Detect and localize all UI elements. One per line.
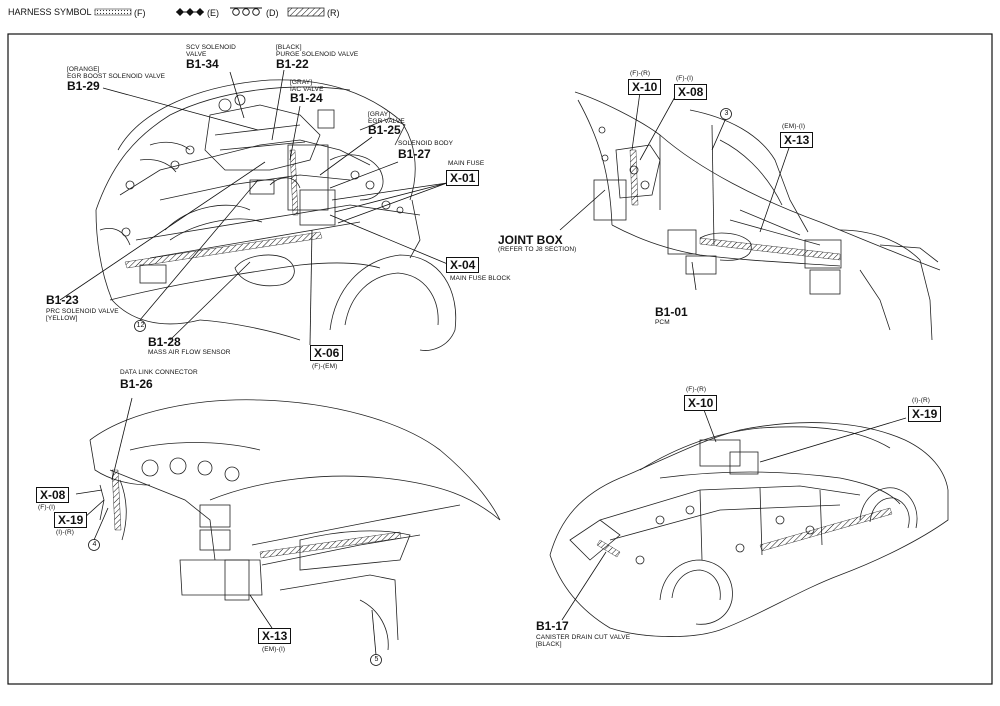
car-body-drawing — [549, 422, 949, 637]
joint-box-title: JOINT BOX — [498, 233, 563, 247]
x-10a-sub: (F)-(R) — [630, 70, 651, 77]
legend-e-swatch — [176, 8, 204, 16]
x-10a-code: X-10 — [628, 79, 662, 95]
harness-symbol-label: HARNESS SYMBOL : — [8, 7, 97, 17]
legend-r-code: (R) — [327, 8, 340, 18]
b1-24-code: B1-24 — [290, 91, 323, 105]
b1-27-code: B1-27 — [398, 147, 431, 161]
solenoid-body-label: SOLENOID BODY — [398, 140, 454, 147]
body-harness-hatch — [596, 507, 893, 558]
b1-01-code: B1-01 — [655, 305, 688, 319]
x-13a-code: X-13 — [780, 132, 814, 148]
canister-drain-label: CANISTER DRAIN CUT VALVE [BLACK] — [536, 634, 631, 649]
body-leader-lines — [561, 409, 907, 621]
b1-28-code: B1-28 — [148, 335, 181, 349]
circle-label-12: 12 — [136, 322, 145, 329]
x-19b-code: X-19 — [54, 512, 88, 528]
circle-label-5: 5 — [374, 656, 379, 663]
x-10c-sub: (F)-(R) — [686, 386, 707, 393]
circle-labels-dash-shapes — [88, 539, 382, 666]
x-19b-sub: (I)-(R) — [56, 529, 75, 536]
x-08a-sub: (F)-(I) — [676, 75, 694, 82]
scv-solenoid-label: SCV SOLENOID VALVE — [186, 44, 236, 59]
b1-25-code: B1-25 — [368, 123, 401, 137]
purge-solenoid-label: [BLACK] PURGE SOLENOID VALVE — [276, 44, 359, 59]
x-01-code: X-01 — [446, 170, 480, 186]
b1-22-code: B1-22 — [276, 57, 309, 71]
x-08b-code: X-08 — [36, 487, 70, 503]
x-19c-sub: (I)-(R) — [912, 397, 931, 404]
x-13b-sub: (EM)-(I) — [262, 646, 286, 653]
cabin-harness-hatch — [629, 149, 841, 261]
circle-label-4: 4 — [92, 541, 97, 548]
b1-23-code: B1-23 — [46, 293, 79, 307]
x-10c-code: X-10 — [684, 395, 718, 411]
circle-label-3: 3 — [724, 110, 729, 117]
x-08a-code: X-08 — [674, 84, 708, 100]
legend-d-swatch — [230, 7, 262, 16]
circle-label-12-shape — [134, 320, 146, 332]
x-13a-sub: (EM)-(I) — [782, 123, 806, 130]
cabin-leader-lines — [559, 91, 791, 291]
legend-f-swatch — [94, 8, 132, 16]
egr-boost-solenoid-label: [ORANGE] EGR BOOST SOLENOID VALVE — [67, 66, 166, 81]
data-link-connector-label: DATA LINK CONNECTOR — [120, 369, 198, 376]
x-06-code: X-06 — [310, 345, 344, 361]
iac-valve-label: [GRAY] IAC VALVE — [290, 79, 324, 94]
legend-symbols — [94, 7, 325, 17]
prc-solenoid-label: PRC SOLENOID VALVE [YELLOW] — [46, 308, 119, 323]
b1-17-code: B1-17 — [536, 619, 569, 633]
legend-r-swatch — [287, 7, 325, 17]
legend-e-code: (E) — [207, 8, 219, 18]
engine-harness-hatch — [124, 149, 323, 269]
legend-f-code: (F) — [134, 8, 146, 18]
x-06-sub: (F)-(EM) — [312, 363, 338, 370]
x-19c-code: X-19 — [908, 406, 942, 422]
circle-label-3-shape — [720, 108, 732, 120]
x-13b-code: X-13 — [258, 628, 292, 644]
dash-leader-lines — [75, 397, 377, 656]
diagram-frame — [7, 33, 993, 685]
main-fuse-label: MAIN FUSE — [448, 160, 485, 167]
b1-29-code: B1-29 — [67, 79, 100, 93]
engine-compartment-drawing — [95, 79, 457, 351]
x-08b-sub: (F)-(I) — [38, 504, 56, 511]
b1-34-code: B1-34 — [186, 57, 219, 71]
x-04-code: X-04 — [446, 257, 480, 273]
mass-air-flow-label: MASS AIR FLOW SENSOR — [148, 349, 231, 356]
dash-harness-hatch — [111, 469, 402, 559]
egr-valve-label: [GRAY] EGR VALVE — [368, 111, 405, 126]
main-fuse-block-label: MAIN FUSE BLOCK — [450, 275, 511, 282]
cabin-interior-drawing — [574, 91, 941, 341]
pcm-label: PCM — [655, 319, 670, 326]
joint-box-note: (REFER TO J8 SECTION) — [498, 246, 577, 253]
b1-26-code: B1-26 — [120, 377, 153, 391]
legend-d-code: (D) — [266, 8, 279, 18]
dashboard-drawing — [89, 399, 501, 651]
engine-leader-lines — [59, 69, 451, 346]
